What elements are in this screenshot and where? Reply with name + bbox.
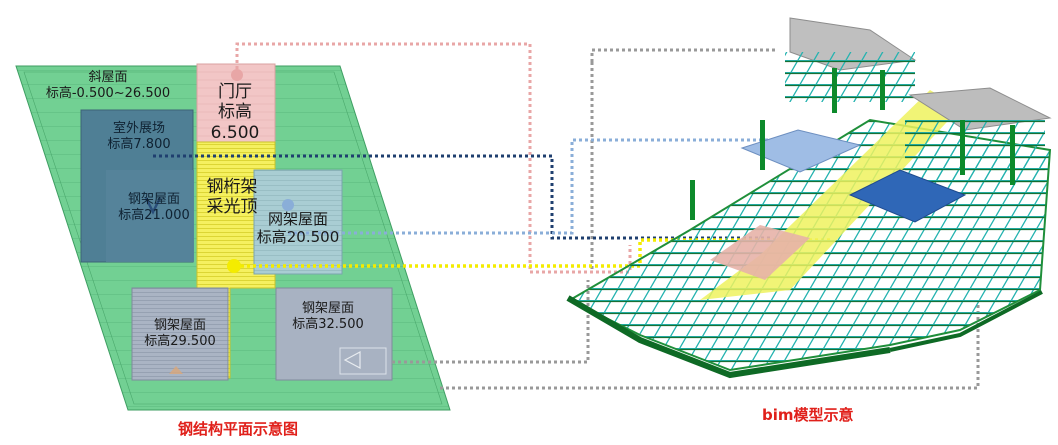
outdoor-plaza-elev: 标高7.800 (107, 136, 171, 152)
grid-roof-label: 网架屋面 标高20.500 (250, 210, 346, 246)
steel-roof-32-block (275, 287, 393, 381)
plan-caption: 钢结构平面示意图 (178, 420, 299, 438)
model-caption: bim模型示意 (762, 406, 854, 424)
grid-roof-dot (282, 199, 294, 211)
slope-roof-elev: 标高-0.500~26.500 (45, 85, 171, 101)
steel-roof-29-name: 钢架屋面 (153, 318, 206, 333)
lobby-line1: 门厅 (218, 82, 252, 102)
steel-roof-29-label: 钢架屋面 标高29.500 (134, 318, 226, 349)
steel-roof-32-name: 钢架屋面 (301, 301, 354, 316)
link-grid-roof (288, 138, 770, 235)
bim-model (566, 17, 1052, 379)
outdoor-plaza-name: 室外展场 (112, 121, 165, 136)
slope-roof-label: 斜屋面 标高-0.500~26.500 (44, 70, 172, 101)
slope-roof-name: 斜屋面 (88, 70, 128, 85)
truss-skylight-label: 钢桁架 采光顶 (197, 177, 267, 218)
lobby-dot (231, 69, 243, 81)
steel-roof-21-name: 钢架屋面 (127, 192, 180, 207)
outdoor-plaza-label: 室外展场 标高7.800 (91, 121, 187, 152)
truss-skylight-line2: 采光顶 (206, 197, 258, 218)
steel-roof-29-block (131, 287, 229, 381)
steel-roof-32-elev: 标高32.500 (292, 316, 364, 332)
lobby-line3: 6.500 (210, 122, 260, 143)
grid-roof-name: 网架屋面 (267, 210, 328, 228)
lobby-line2: 标高 (218, 102, 252, 123)
link-gray-right (440, 300, 980, 390)
link-plaza (153, 154, 770, 240)
lobby-label: 门厅 标高 6.500 (198, 82, 272, 143)
steel-roof-21-block (106, 170, 194, 262)
steel-roof-32-label: 钢架屋面 标高32.500 (280, 301, 376, 332)
steel-roof-21-label: 钢架屋面 标高21.000 (106, 192, 202, 223)
link-gray-top (590, 48, 778, 272)
grid-roof-block (253, 169, 343, 275)
truss-dot (227, 259, 241, 273)
grid-roof-elev: 标高20.500 (256, 228, 340, 246)
steel-roof-21-elev: 标高21.000 (118, 207, 190, 223)
steel-roof-29-elev: 标高29.500 (144, 333, 216, 349)
truss-skylight-line1: 钢桁架 (206, 177, 258, 197)
